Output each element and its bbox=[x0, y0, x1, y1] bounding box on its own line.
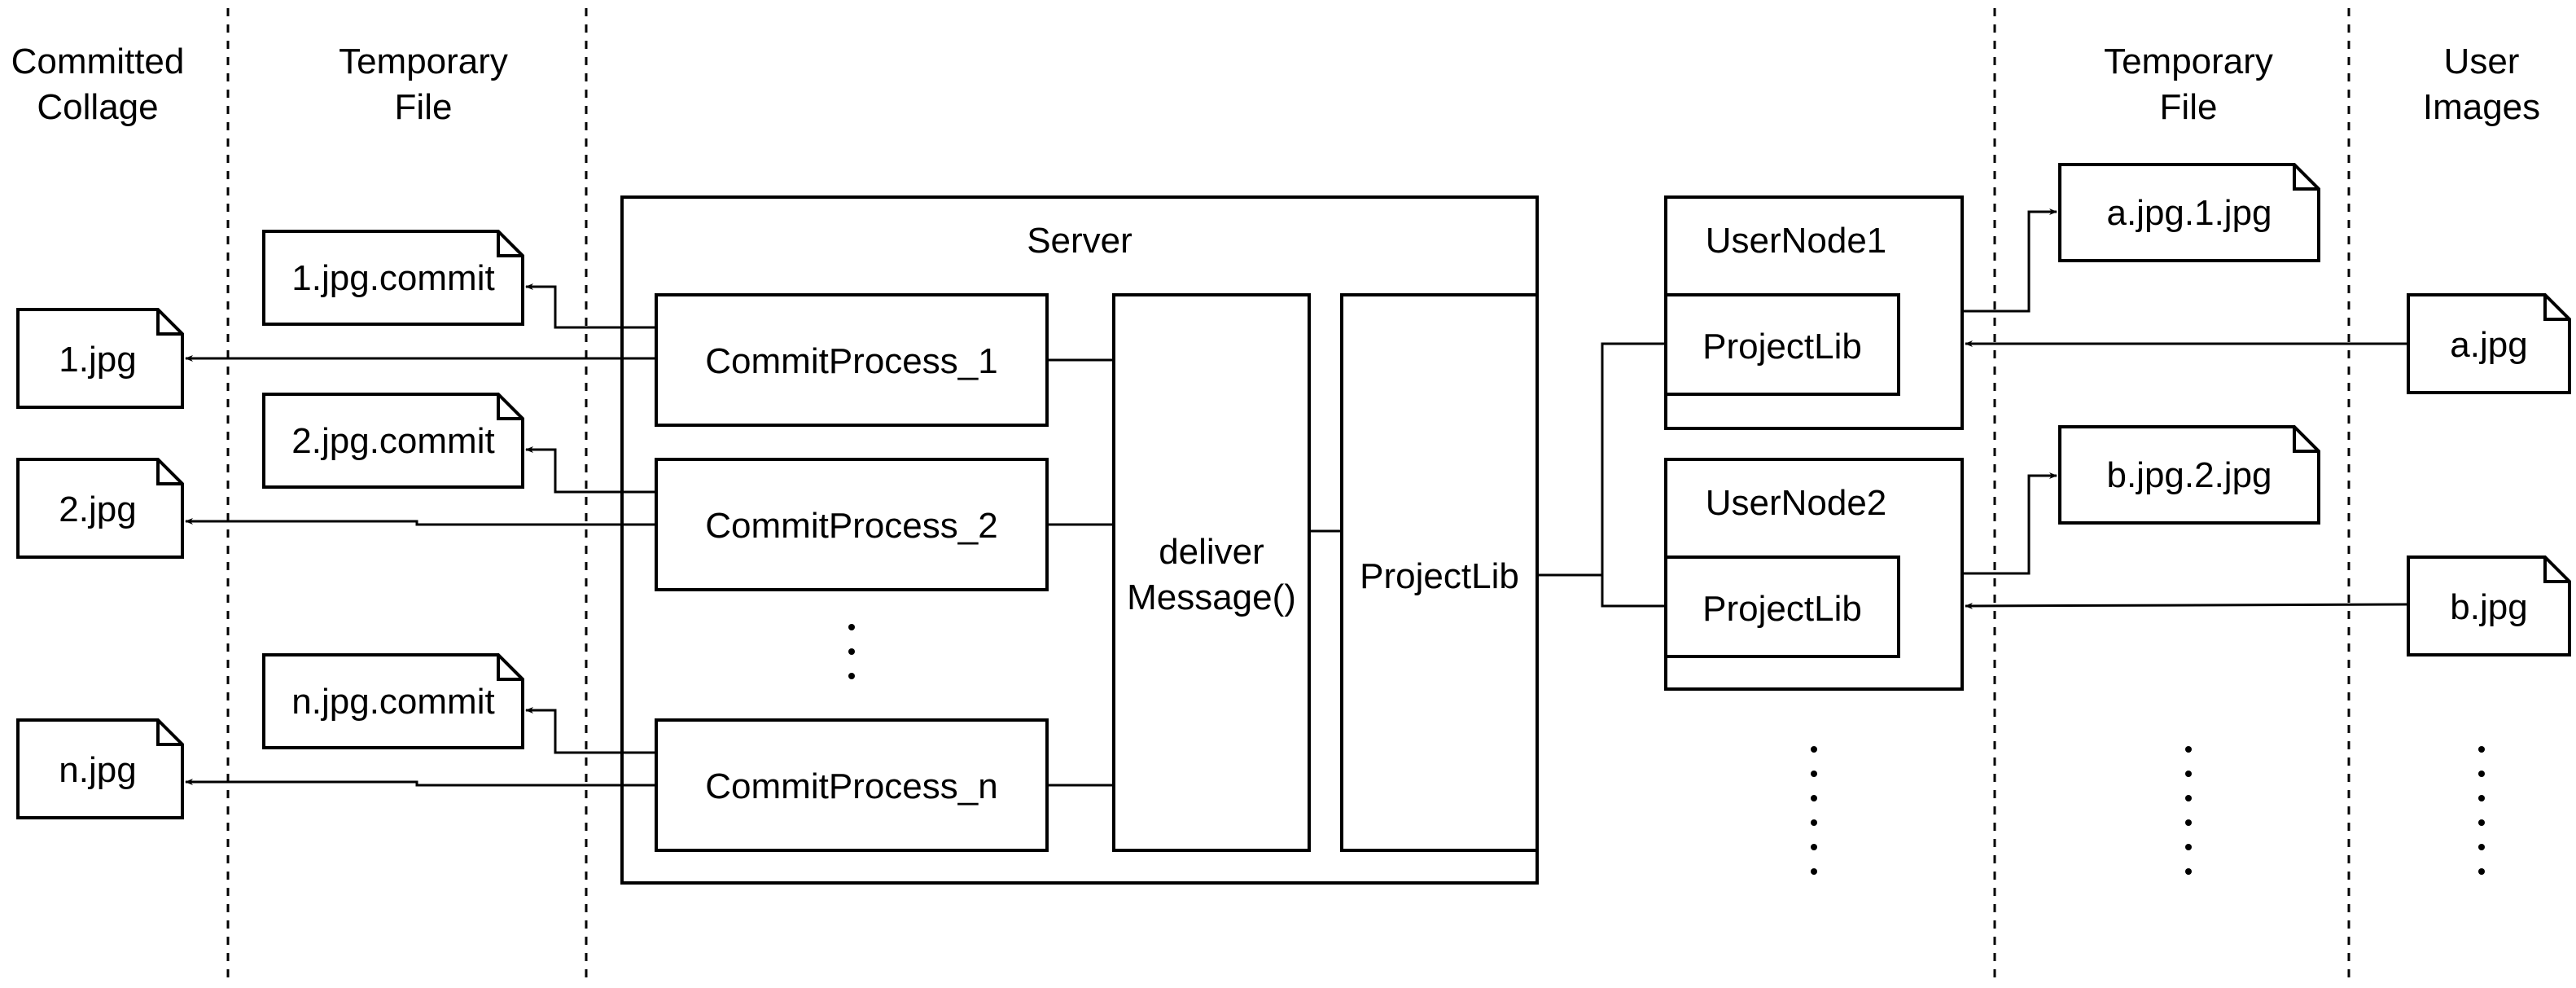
arrow-cp2-to-collage bbox=[185, 518, 656, 526]
arrow-cpn-to-collage bbox=[185, 779, 656, 787]
column-header-line: Temporary bbox=[339, 42, 508, 81]
arrow-cp1-to-commit-temp bbox=[525, 283, 656, 329]
file-label: b.jpg bbox=[2450, 587, 2527, 627]
column-header-temporary-file-left: Temporary File bbox=[339, 42, 508, 127]
deliver-message-label-line2: Message() bbox=[1127, 577, 1296, 617]
column-header-line: File bbox=[395, 87, 453, 127]
file-label: n.jpg.commit bbox=[291, 682, 494, 722]
arrow-usernode2-to-temp bbox=[1962, 472, 2057, 575]
column-header-line: Temporary bbox=[2104, 42, 2273, 81]
commit-process-1-label: CommitProcess_1 bbox=[705, 341, 997, 381]
file-label: 1.jpg bbox=[59, 340, 136, 380]
usernode1-projectlib-box bbox=[1664, 293, 1900, 396]
arrow-usernode1-to-temp bbox=[1962, 209, 2057, 313]
usernode2-projectlib-box bbox=[1664, 555, 1900, 658]
commit-process-2-label: CommitProcess_2 bbox=[705, 506, 997, 546]
file-1-jpg: 1.jpg bbox=[16, 308, 184, 409]
column-header-line: File bbox=[2160, 87, 2218, 127]
deliver-message-label-line1: deliver bbox=[1159, 532, 1264, 572]
commit-process-n-label: CommitProcess_n bbox=[705, 766, 997, 806]
file-label: 2.jpg bbox=[59, 490, 136, 529]
connector-server-usernode2 bbox=[1601, 575, 1666, 608]
file-1-jpg-commit: 1.jpg.commit bbox=[262, 230, 524, 326]
usernode2-title: UserNode2 bbox=[1706, 483, 1887, 523]
file-b-jpg: b.jpg bbox=[2407, 555, 2571, 656]
arrow-b-jpg-to-usernode2 bbox=[1965, 602, 2409, 609]
column-header-line: Images bbox=[2423, 87, 2540, 127]
server-projectlib-label: ProjectLib bbox=[1360, 556, 1519, 596]
file-label: 2.jpg.commit bbox=[291, 421, 494, 461]
file-a-jpg-1-jpg: a.jpg.1.jpg bbox=[2058, 163, 2320, 262]
column-header-committed-collage: Committed Collage bbox=[11, 42, 185, 127]
file-a-jpg: a.jpg bbox=[2407, 293, 2571, 394]
deliver-message-box bbox=[1112, 293, 1311, 852]
arrow-cp2-to-commit-temp bbox=[525, 446, 656, 494]
file-label: a.jpg bbox=[2450, 325, 2527, 365]
column-header-user-images: User Images bbox=[2423, 42, 2540, 127]
user-image-ellipsis bbox=[2478, 746, 2485, 875]
commit-process-ellipsis bbox=[848, 624, 855, 679]
connector-server-usernode1 bbox=[1537, 342, 1666, 577]
column-header-line: Committed bbox=[11, 42, 185, 81]
usernode-ellipsis bbox=[1811, 746, 1817, 875]
file-2-jpg-commit: 2.jpg.commit bbox=[262, 393, 524, 489]
arrow-cpn-to-commit-temp bbox=[525, 707, 656, 754]
usernode2-projectlib-label: ProjectLib bbox=[1702, 589, 1862, 629]
usernode1-projectlib-label: ProjectLib bbox=[1702, 327, 1862, 367]
file-n-jpg: n.jpg bbox=[16, 718, 184, 819]
column-header-line: Collage bbox=[37, 87, 158, 127]
file-2-jpg: 2.jpg bbox=[16, 458, 184, 559]
file-label: n.jpg bbox=[59, 750, 136, 790]
column-header-temporary-file-right: Temporary File bbox=[2104, 42, 2273, 127]
commit-process-2-box bbox=[655, 458, 1049, 591]
column-header-line: User bbox=[2444, 42, 2520, 81]
file-label: a.jpg.1.jpg bbox=[2106, 193, 2272, 233]
file-n-jpg-commit: n.jpg.commit bbox=[262, 653, 524, 749]
user-temp-file-ellipsis bbox=[2185, 746, 2192, 875]
server-title: Server bbox=[1027, 221, 1132, 261]
usernode1-title: UserNode1 bbox=[1706, 221, 1887, 261]
file-label: 1.jpg.commit bbox=[291, 258, 494, 298]
file-b-jpg-2-jpg: b.jpg.2.jpg bbox=[2058, 425, 2320, 525]
commit-process-1-box bbox=[655, 293, 1049, 427]
server-projectlib-box bbox=[1340, 293, 1539, 852]
file-label: b.jpg.2.jpg bbox=[2106, 455, 2272, 495]
